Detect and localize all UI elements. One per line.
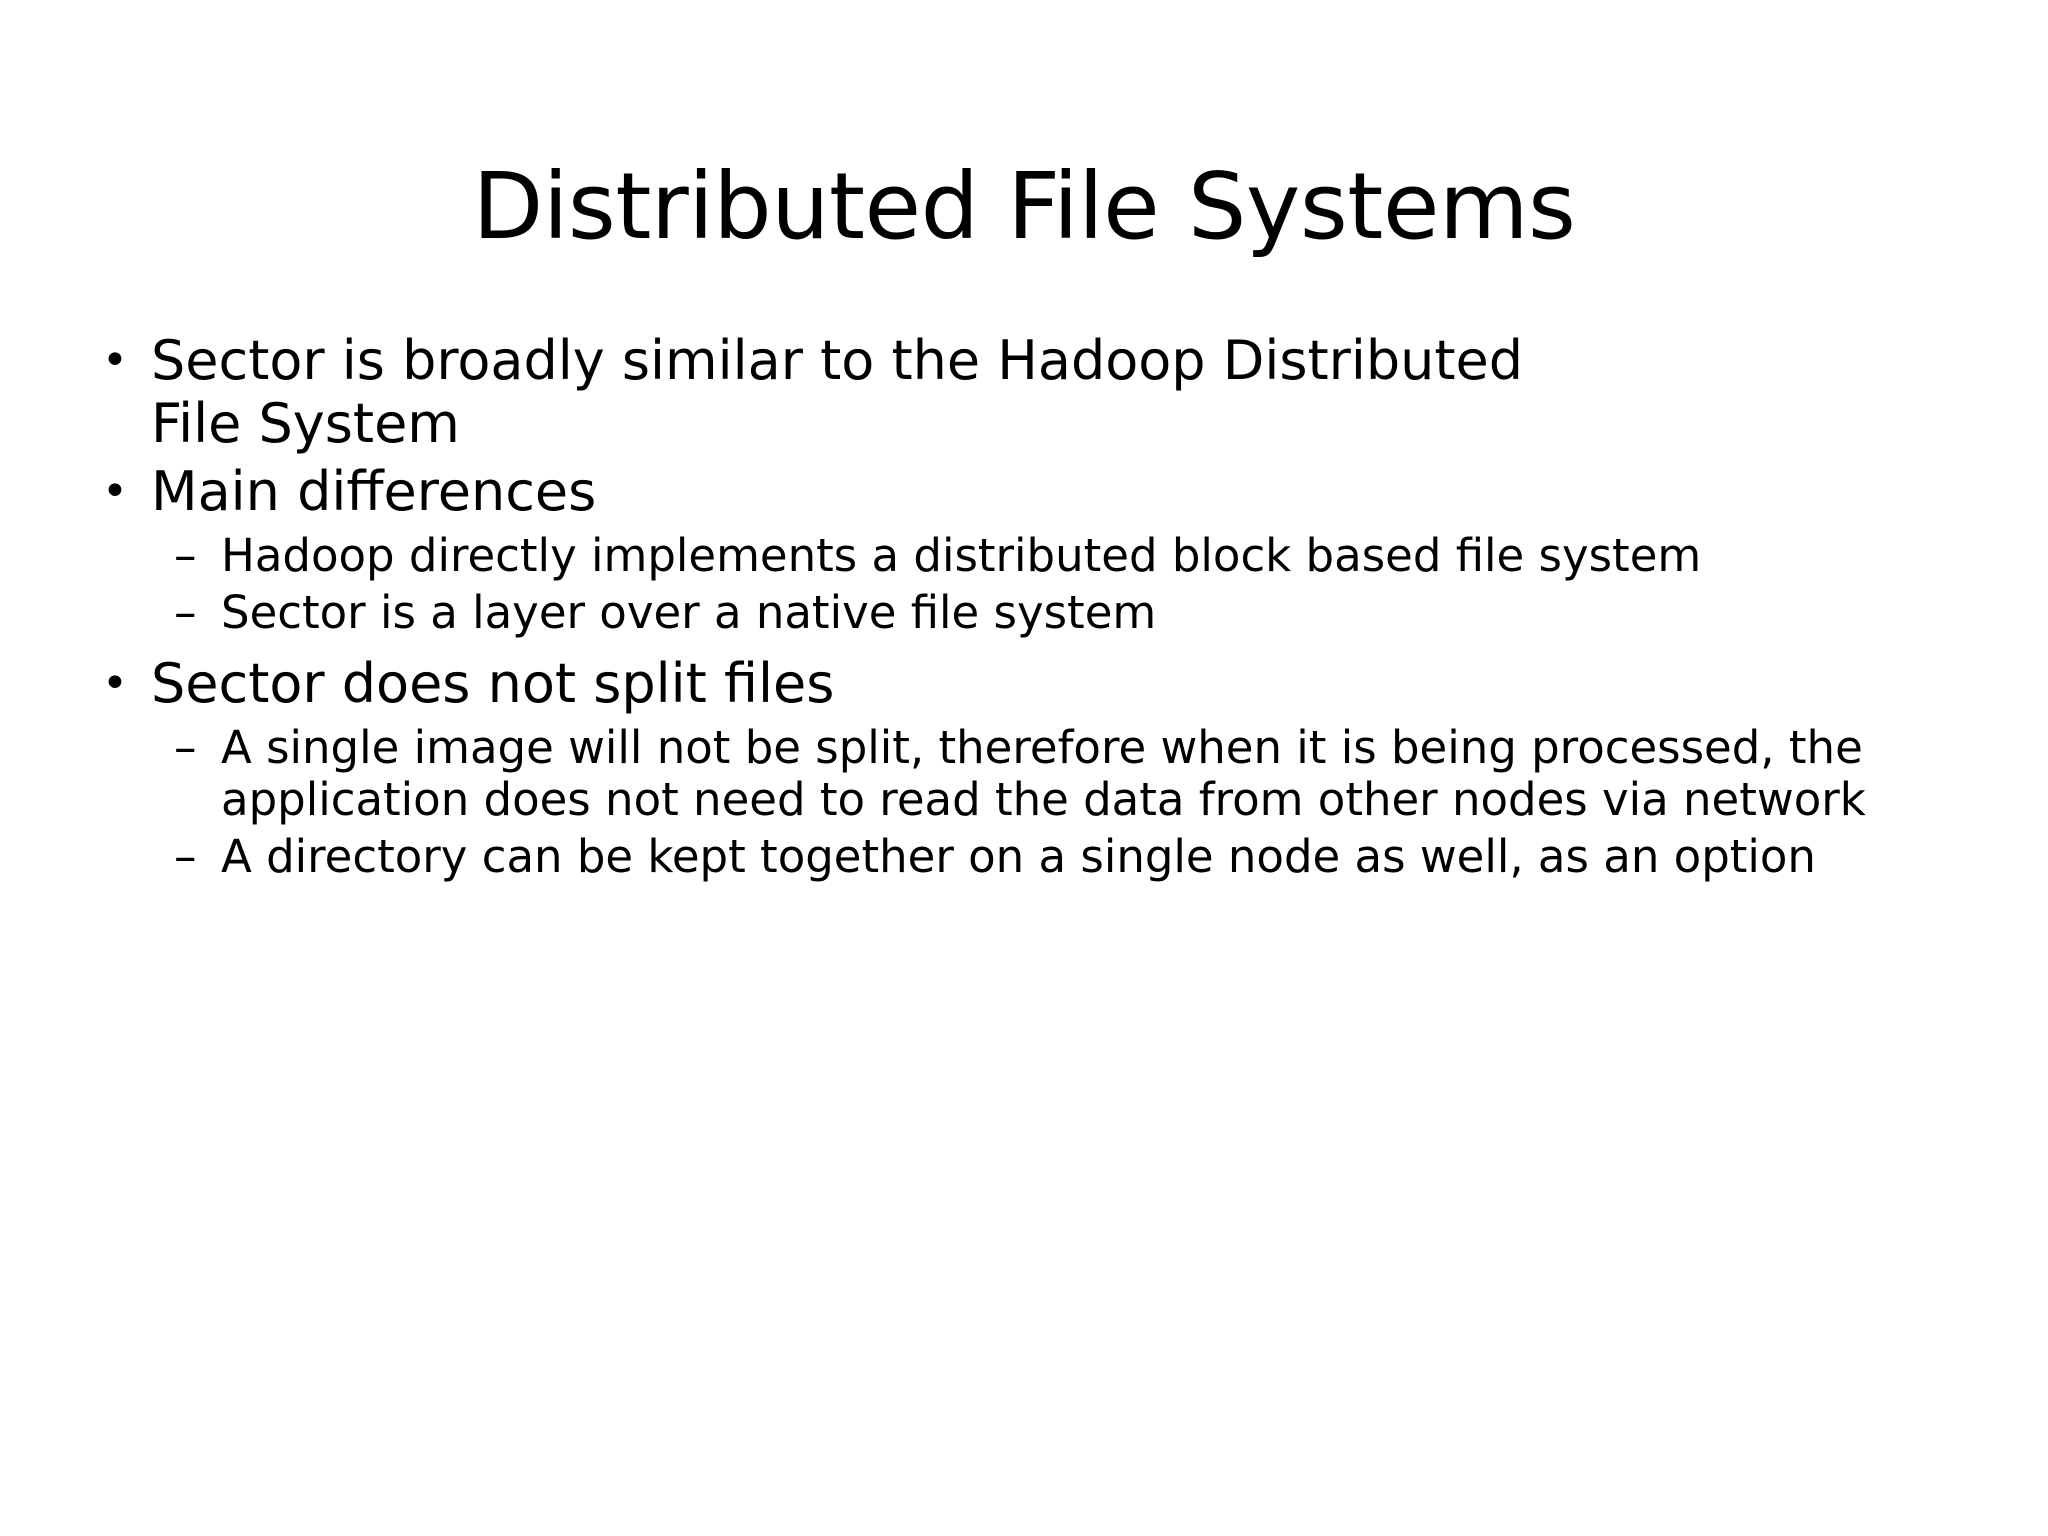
bullet-text: Sector is broadly similar to the Hadoop …: [151, 329, 1524, 455]
bullet-item-level2: – Sector is a layer over a native file s…: [96, 585, 1956, 640]
bullet-item-level1: • Sector is broadly similar to the Hadoo…: [96, 329, 1956, 455]
slide-body: • Sector is broadly similar to the Hadoo…: [96, 329, 1956, 888]
bullet-text: Hadoop directly implements a distributed…: [221, 528, 1702, 582]
bullet-text: Sector does not split files: [151, 652, 835, 716]
bullet-dash-icon: –: [174, 720, 197, 774]
bullet-text: A directory can be kept together on a si…: [221, 830, 1816, 884]
bullet-dash-icon: –: [174, 528, 197, 582]
bullet-dot-icon: •: [102, 466, 128, 518]
page-title: Distributed File Systems: [472, 152, 1576, 260]
bullet-dot-icon: •: [102, 658, 128, 710]
bullet-text: Main differences: [151, 460, 597, 524]
bullet-item-level1: • Sector does not split files: [96, 653, 1956, 716]
bullet-item-level2: – A directory can be kept together on a …: [96, 830, 1956, 884]
bullet-dash-icon: –: [174, 585, 197, 639]
bullet-dash-icon: –: [174, 830, 197, 884]
bullet-dot-icon: •: [102, 335, 128, 386]
bullet-item-level2: – A single image will not be split, ther…: [96, 720, 1956, 827]
bullet-text: A single image will not be split, theref…: [221, 720, 1866, 827]
bullet-text: Sector is a layer over a native file sys…: [221, 585, 1157, 639]
bullet-item-level1: • Main differences: [96, 461, 1956, 524]
bullet-item-level2: – Hadoop directly implements a distribut…: [96, 528, 1956, 583]
